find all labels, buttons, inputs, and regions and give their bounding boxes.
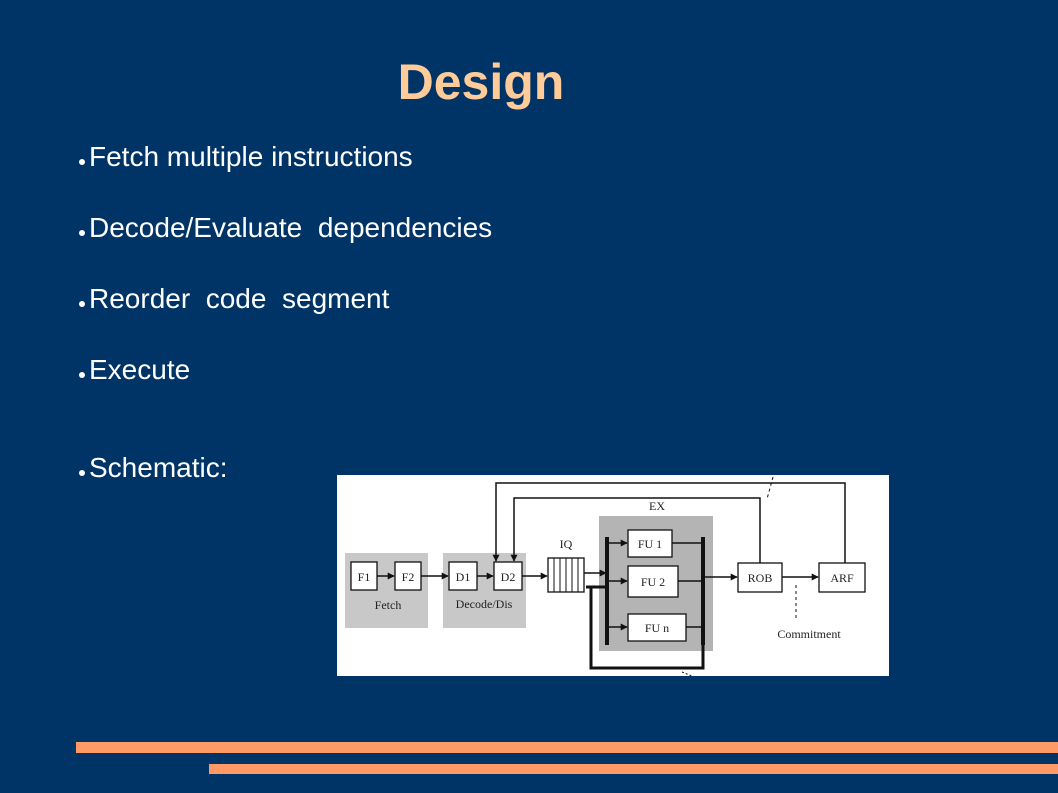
rob-label: ROB <box>748 571 773 585</box>
bullet-dot-icon <box>79 470 85 476</box>
bullet-item: Fetch multiple instructions <box>79 140 413 174</box>
bullet-text: Execute <box>89 354 191 385</box>
bullet-dot-icon <box>79 230 85 236</box>
accent-bar-top <box>76 742 1058 753</box>
bullet-dot-icon <box>79 301 85 307</box>
bullet-item: Schematic: <box>79 451 228 485</box>
bullet-item: Execute <box>79 353 190 387</box>
bullet-dot-icon <box>79 372 85 378</box>
bullet-item: Reorder code segment <box>79 282 389 316</box>
iq-label: IQ <box>560 537 573 551</box>
bullet-text: Schematic: <box>89 452 228 483</box>
f2-label: F2 <box>402 570 415 584</box>
fetch-stage-label: Fetch <box>375 598 402 612</box>
pipeline-schematic-svg: F1 F2 Fetch D1 D2 Decode/Dis IQ EX FU 1 … <box>345 476 866 676</box>
f1-label: F1 <box>358 570 371 584</box>
decode-stage-label: Decode/Dis <box>456 597 513 611</box>
bullet-text: Reorder code segment <box>89 283 390 314</box>
connection-arrows <box>377 482 846 631</box>
f1-block <box>350 561 378 591</box>
d2-label: D2 <box>501 570 516 584</box>
arf-block <box>818 562 866 593</box>
fu1-label: FU 1 <box>638 537 662 551</box>
commit-divider-top <box>766 476 774 500</box>
bullet-text: Fetch multiple instructions <box>89 141 413 172</box>
slide-title: Design <box>397 54 565 110</box>
ex-stage-label: EX <box>649 499 665 513</box>
bullet-item: Decode/Evaluate dependencies <box>79 211 492 245</box>
accent-bar-bottom <box>209 764 1058 774</box>
bullet-text: Decode/Evaluate dependencies <box>89 212 493 243</box>
bypass-path <box>586 585 705 670</box>
pipeline-schematic: F1 F2 Fetch D1 D2 Decode/Dis IQ EX FU 1 … <box>337 475 889 676</box>
bullet-dot-icon <box>79 159 85 165</box>
fu1-block <box>627 529 673 558</box>
d1-label: D1 <box>456 570 471 584</box>
fun-block <box>627 613 687 642</box>
commitment-label: Commitment <box>777 627 841 641</box>
rob-block <box>737 562 783 593</box>
d2-block <box>493 561 523 591</box>
fu2-label: FU 2 <box>641 575 665 589</box>
f2-block <box>394 561 422 591</box>
arf-label: ARF <box>830 571 854 585</box>
fun-label: FU n <box>645 621 669 635</box>
